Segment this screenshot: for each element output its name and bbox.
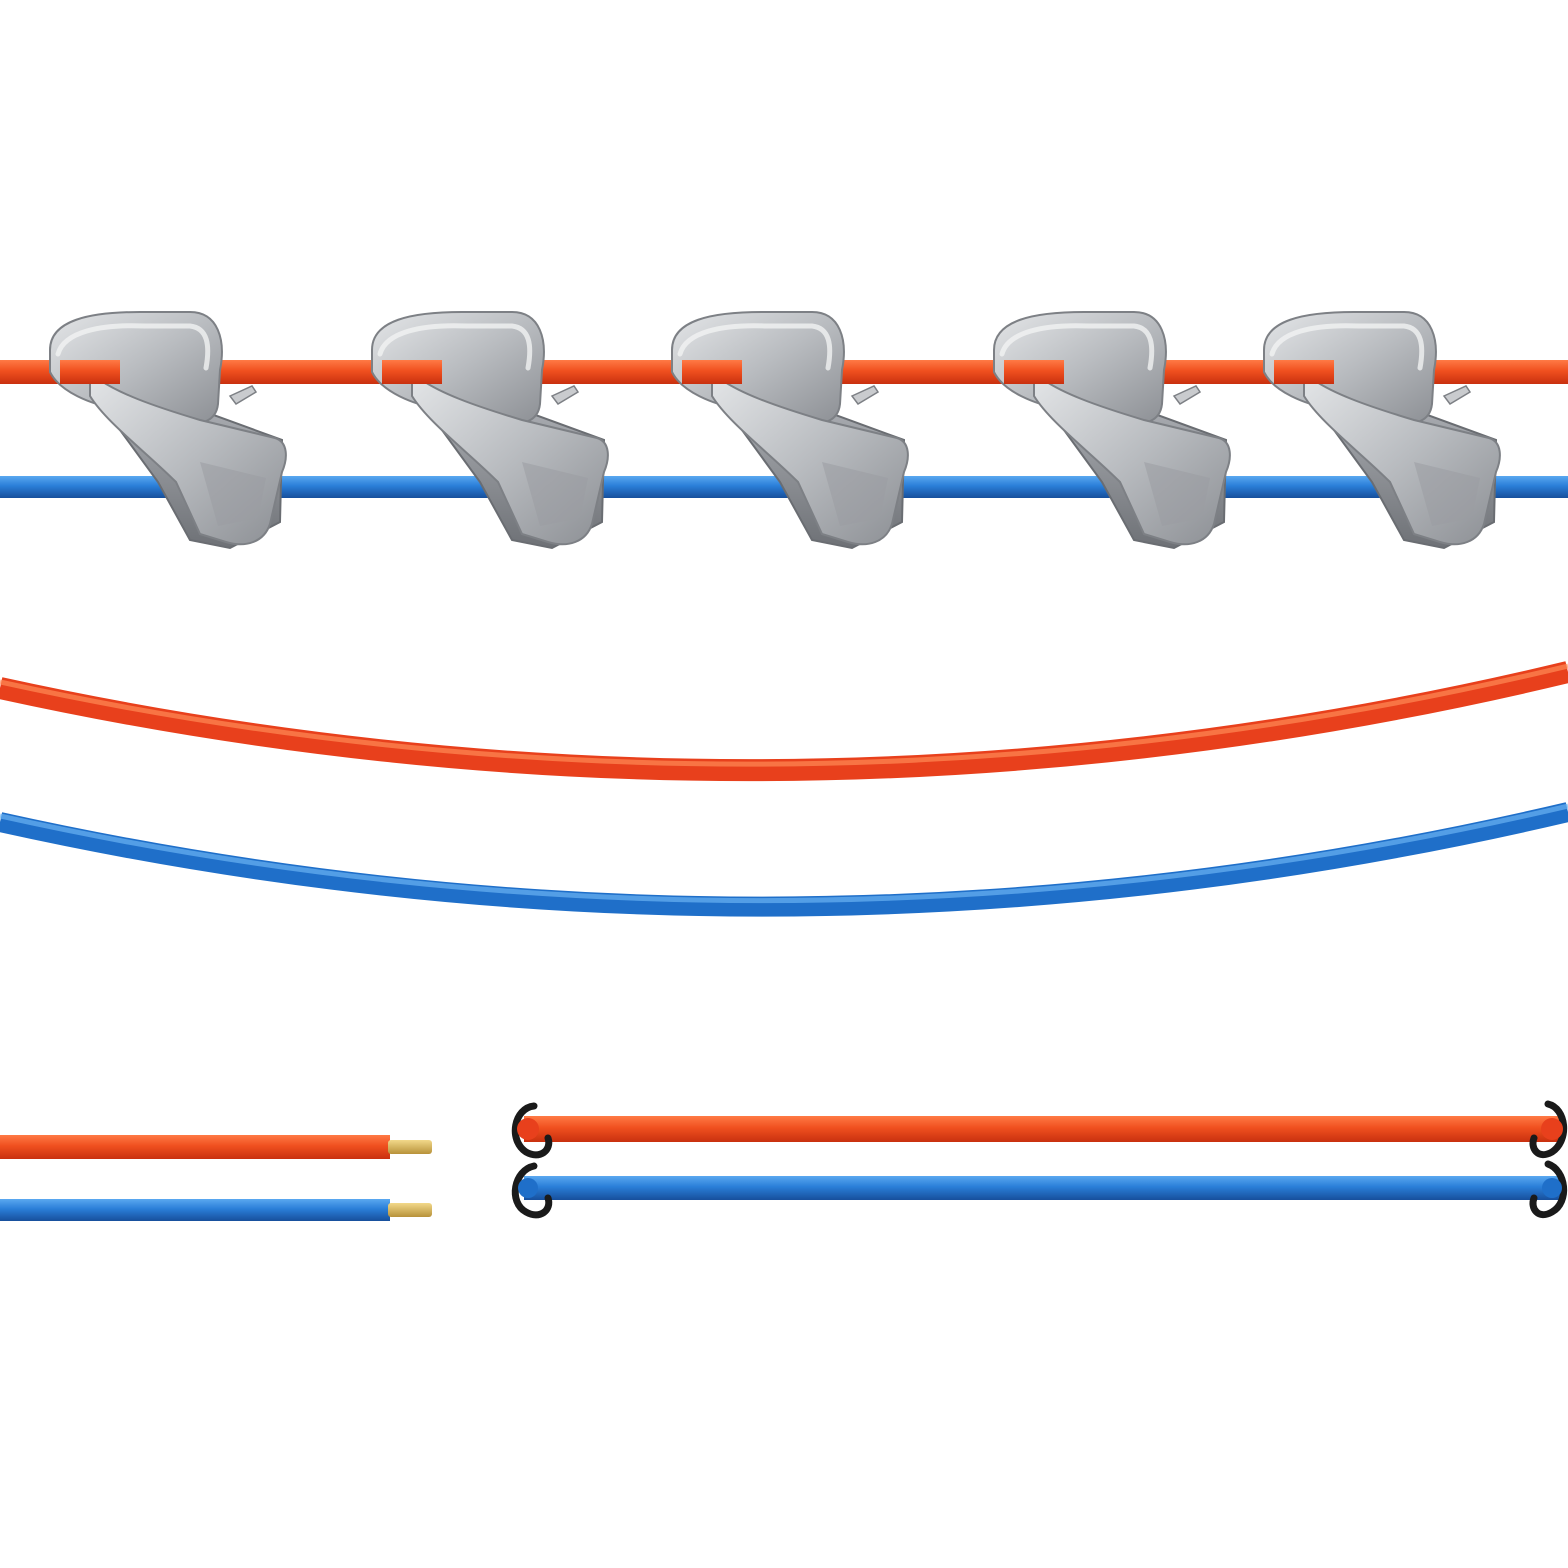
end-cap bbox=[1529, 1160, 1568, 1219]
blue-wire-capped bbox=[524, 1176, 1560, 1200]
curved-wire-pair bbox=[0, 661, 1568, 917]
metal-cable-clip bbox=[372, 312, 608, 548]
end-cap bbox=[511, 1102, 553, 1159]
blue-wire-cut bbox=[0, 1199, 390, 1221]
capped-wire-pair bbox=[511, 1100, 1568, 1219]
red-wire-cut bbox=[0, 1135, 390, 1159]
end-cap bbox=[1529, 1100, 1568, 1159]
metal-cable-clip bbox=[50, 312, 286, 548]
end-cap bbox=[511, 1162, 553, 1219]
blue-wire-curved bbox=[0, 802, 1568, 917]
clipped-wire-pair bbox=[0, 312, 1568, 548]
copper-tip bbox=[388, 1203, 432, 1217]
metal-cable-clip bbox=[672, 312, 908, 548]
metal-cable-clip bbox=[1264, 312, 1500, 548]
metal-cable-clip bbox=[994, 312, 1230, 548]
copper-tip bbox=[388, 1140, 432, 1154]
red-wire-capped bbox=[524, 1116, 1560, 1142]
stripped-wire-pair bbox=[0, 1135, 432, 1221]
red-wire-curved bbox=[0, 661, 1568, 782]
